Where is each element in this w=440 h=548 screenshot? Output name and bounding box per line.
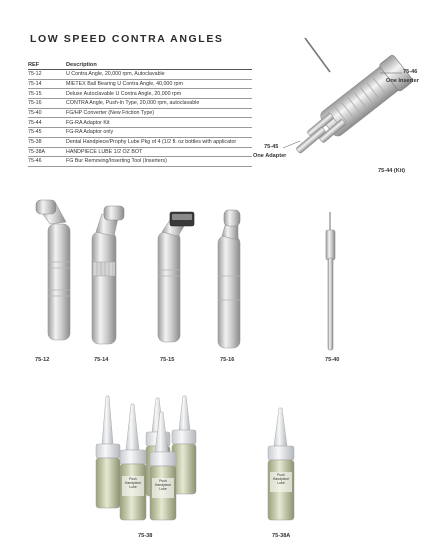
table-row: 75-14 MIETEX Ball Bearing U Contra Angle,… xyxy=(28,80,252,90)
product-label-75-38A: 75-38A xyxy=(272,533,291,539)
kit-ref-label: 75-44 (Kit) xyxy=(378,168,406,174)
row-description: CONTRA Angle, Push-In Type, 20,000 rpm, … xyxy=(66,100,200,107)
product-label-75-12: 75-12 xyxy=(35,357,50,363)
inserter-name-label: One Inserter xyxy=(386,78,419,84)
row-ref: 75-12 xyxy=(28,71,42,78)
product-label-75-15: 75-15 xyxy=(160,357,175,363)
bottle-label-line: Lube xyxy=(277,481,285,485)
row-ref: 75-46 xyxy=(28,158,42,165)
row-description: MIETEX Ball Bearing U Contra Angle, 40,0… xyxy=(66,80,183,87)
adapter-name-label: One Adapter xyxy=(253,153,287,159)
table-row: 75-44 FG-RA Adaptor Kit xyxy=(28,118,252,129)
handpiece-75-16 xyxy=(217,209,241,349)
row-ref: 75-45 xyxy=(28,129,42,136)
handpiece-75-14 xyxy=(91,205,125,345)
bottle-label: Push Handpiece Lube xyxy=(121,477,145,489)
row-ref: 75-44 xyxy=(28,119,42,126)
bottle-label-line: Push Handpiece xyxy=(124,477,142,485)
handpiece-75-12 xyxy=(35,199,71,341)
bottle-label-line: Push Handpiece xyxy=(272,473,290,481)
table-row: 75-16 CONTRA Angle, Push-In Type, 20,000 … xyxy=(28,99,252,109)
bottle-label-line: Lube xyxy=(129,485,137,489)
product-table: REF Description 75-12 U Contra Angle, 20,… xyxy=(28,62,252,167)
row-description: HANDPIECE LUBE 1/2 OZ BOT xyxy=(66,148,143,155)
bottle-label: Push Handpiece Lube xyxy=(269,473,293,485)
converter-75-40 xyxy=(325,212,336,351)
adapter-pieces xyxy=(296,113,346,154)
table-row: 75-45 FG-RA Adaptor only xyxy=(28,128,252,138)
table-row: 75-15 Deluxe Autoclavable U Contra Angle,… xyxy=(28,89,252,100)
table-row: 75-46 FG Bur Removing/Inserting Tool (Ins… xyxy=(28,157,252,167)
bottle-label-line: Push Handpiece xyxy=(154,479,172,487)
row-description: FG/HP Converter (New Friction Type) xyxy=(66,109,155,116)
row-description: Deluxe Autoclavable U Contra Angle, 20,0… xyxy=(66,90,182,97)
table-row: 75-38 Dental Handpiece/Prophy Lube Pkg of… xyxy=(28,138,252,148)
adapter-ref-label: 75-45 xyxy=(264,144,279,150)
row-description: Dental Handpiece/Prophy Lube Pkg of 4 (1… xyxy=(66,139,237,145)
row-description: FG-RA Adaptor only xyxy=(66,129,114,136)
row-ref: 75-38A xyxy=(28,148,46,155)
table-header: REF Description xyxy=(28,62,252,70)
product-label-75-14: 75-14 xyxy=(94,357,109,363)
ref-column-header: REF xyxy=(28,62,40,68)
row-description: FG-RA Adaptor Kit xyxy=(66,119,110,126)
row-ref: 75-40 xyxy=(28,109,42,116)
description-column-header: Description xyxy=(66,62,97,68)
inserter-ref-label: 75-46 xyxy=(403,69,418,75)
row-ref: 75-16 xyxy=(28,100,42,107)
table-row: 75-12 U Contra Angle, 20,000 rpm, Autocla… xyxy=(28,70,252,80)
product-label-75-40: 75-40 xyxy=(325,357,340,363)
page-title: LOW SPEED CONTRA ANGLES xyxy=(30,33,224,45)
lube-bottle-75-38A xyxy=(267,407,295,521)
lube-bottle-group-75-38 xyxy=(95,395,197,521)
bottle-label-line: Lube xyxy=(159,487,167,491)
handpiece-75-15 xyxy=(157,211,195,343)
row-ref: 75-15 xyxy=(28,90,42,97)
row-ref: 75-14 xyxy=(28,80,42,87)
bottle-label: Push Handpiece Lube xyxy=(151,479,175,491)
product-label-75-16: 75-16 xyxy=(220,357,235,363)
table-row: 75-38A HANDPIECE LUBE 1/2 OZ BOT xyxy=(28,148,252,158)
table-row: 75-40 FG/HP Converter (New Friction Type) xyxy=(28,109,252,119)
row-description: U Contra Angle, 20,000 rpm, Autoclavable xyxy=(66,71,165,78)
product-label-75-38: 75-38 xyxy=(138,533,153,539)
row-description: FG Bur Removing/Inserting Tool (Inserter… xyxy=(66,158,167,165)
row-ref: 75-38 xyxy=(28,139,42,145)
